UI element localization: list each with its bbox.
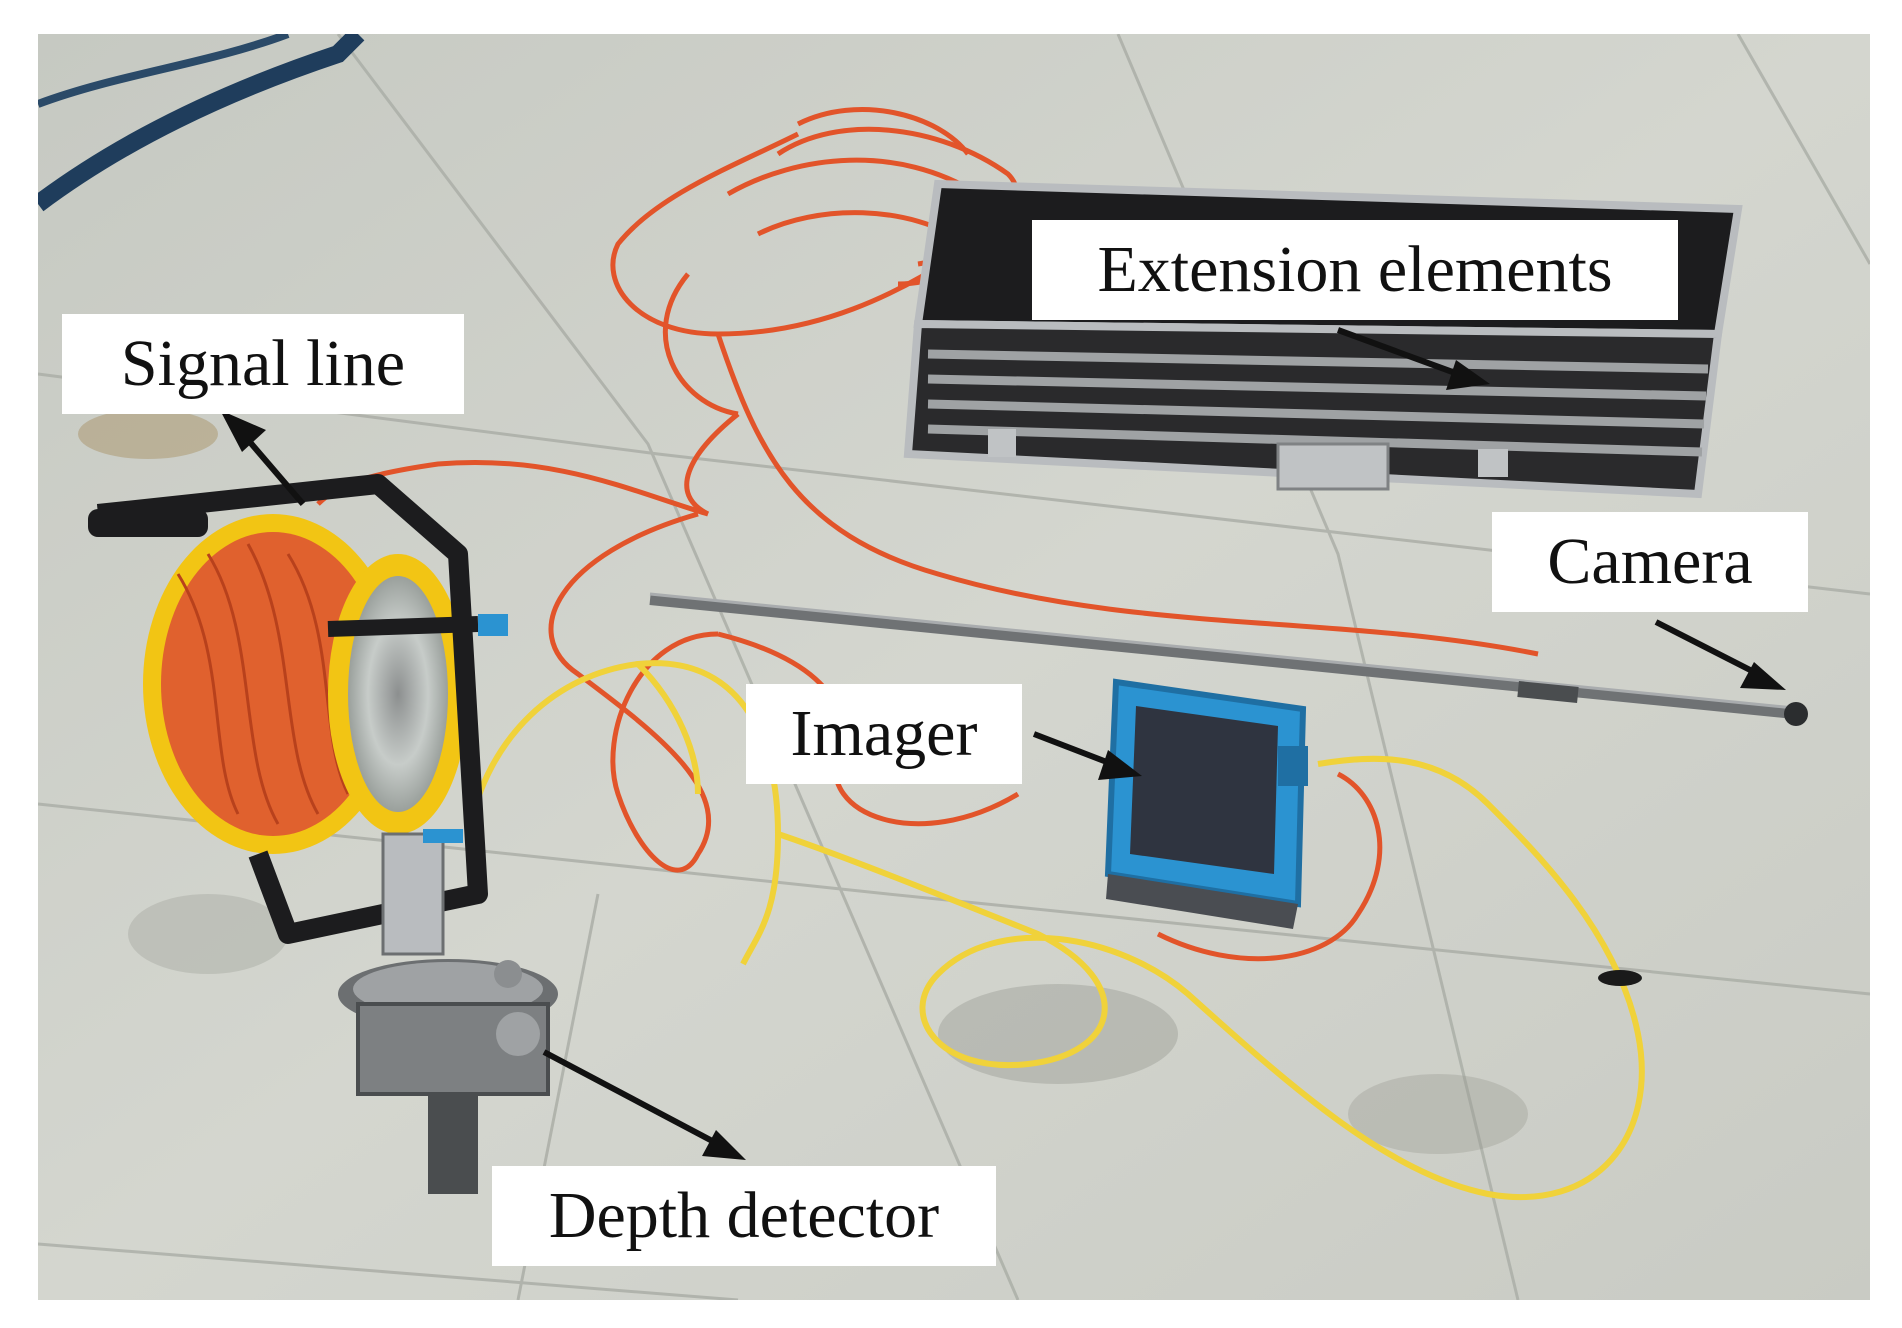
label-depth-detector: Depth detector [492,1166,996,1266]
arrow-extension-elements [1336,327,1490,390]
imager-device [1104,678,1308,929]
arrow-signal-line [220,410,306,506]
arrow-imager [1032,731,1142,780]
orange-cable-coil [316,107,1539,962]
label-extension-elements: Extension elements [1032,220,1678,320]
depth-detector [338,829,558,1194]
floor-stains [78,409,1528,1154]
callout-arrows [220,327,1786,1160]
label-camera: Camera [1492,512,1808,612]
yellow-cable [465,660,1645,1201]
photo-figure: Signal line Extension elements Camera Im… [38,34,1870,1300]
blue-hose [38,34,365,212]
label-imager: Imager [746,684,1022,784]
cable-reel [88,474,508,944]
cable-clip [1598,970,1642,986]
arrow-depth-detector [542,1049,746,1160]
camera-rod [649,592,1808,726]
arrow-camera [1654,619,1786,690]
label-signal-line: Signal line [62,314,464,414]
